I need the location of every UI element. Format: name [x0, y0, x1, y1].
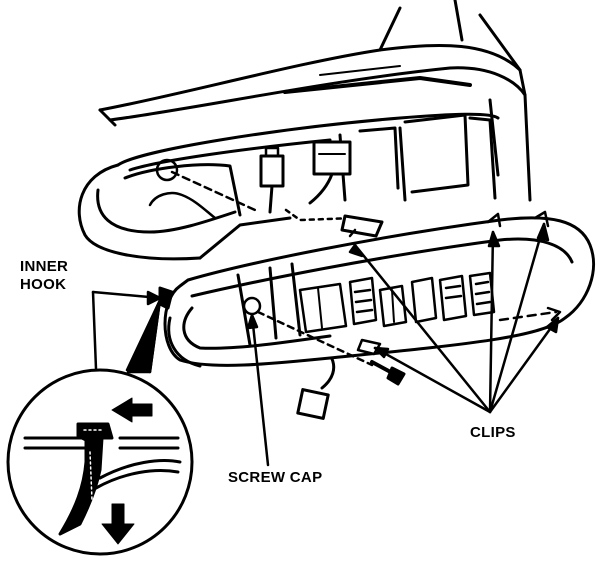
detail-inset-circle	[6, 368, 194, 556]
switch-panel	[163, 210, 595, 368]
screw	[242, 296, 406, 386]
inner-hook-label-line-1: INNER	[20, 258, 69, 275]
door-trim-outline	[98, 0, 532, 202]
inner-hook-clip	[158, 286, 174, 310]
magnification-cone	[125, 298, 162, 374]
inner-hook-label-line-2: HOOK	[20, 276, 67, 293]
screw-cap-label: SCREW CAP	[228, 469, 323, 486]
clips-label: CLIPS	[470, 424, 516, 441]
armrest-recess	[77, 112, 500, 261]
screw-cap-leader-line	[246, 313, 270, 467]
clips-leader-lines	[348, 222, 560, 414]
